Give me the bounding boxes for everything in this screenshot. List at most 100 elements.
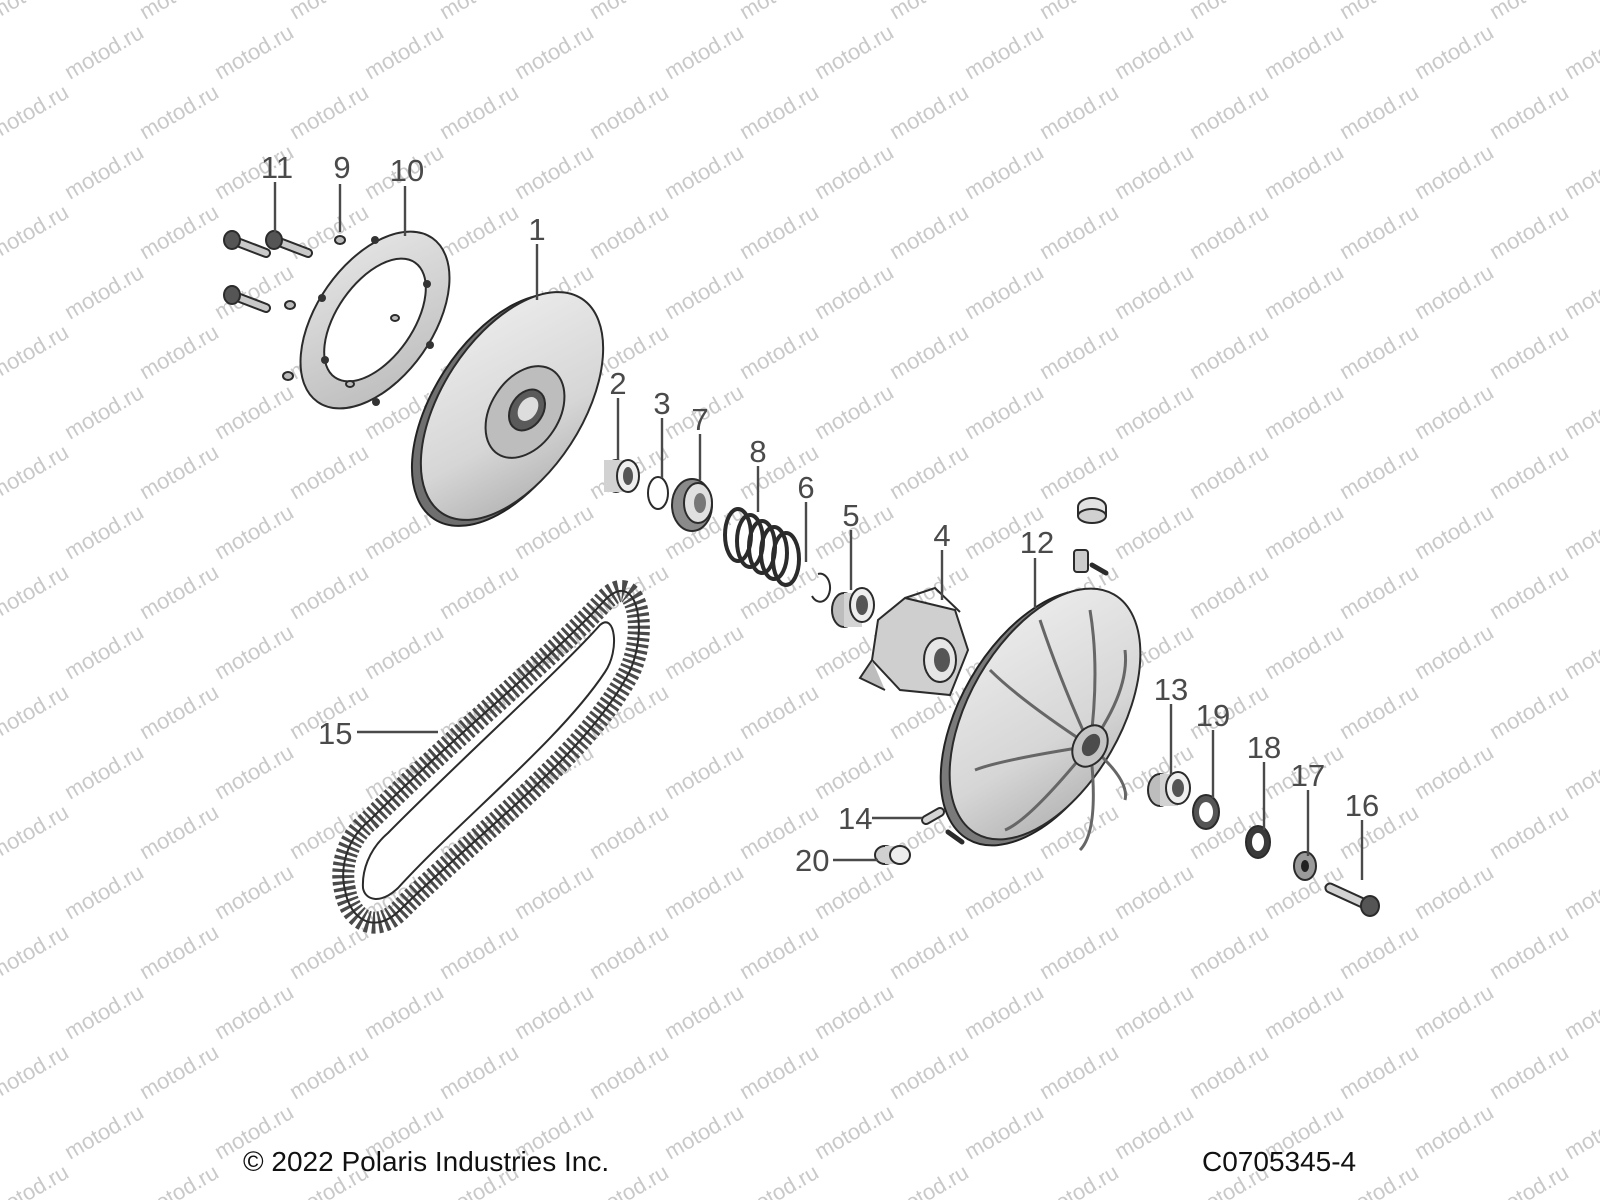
watermark-text: motod.ru (1110, 499, 1198, 564)
watermark-text: motod.ru (435, 199, 523, 264)
callout-12: 12 (1020, 525, 1054, 560)
part-6-snap-ring (811, 572, 832, 603)
watermark-text: motod.ru (585, 79, 673, 144)
watermark-text: motod.ru (0, 1039, 73, 1104)
watermark-text: motod.ru (960, 259, 1048, 324)
callout-18: 18 (1247, 730, 1281, 765)
watermark-text: motod.ru (435, 919, 523, 984)
watermark-text: motod.ru (1410, 499, 1498, 564)
callout-8: 8 (749, 434, 766, 469)
copyright-notice: © 2022 Polaris Industries Inc. (243, 1146, 610, 1177)
watermark-text: motod.ru (1335, 319, 1423, 384)
part-10-flange-plate (299, 230, 451, 410)
watermark-text: motod.ru (0, 919, 73, 984)
watermark-text: motod.ru (960, 19, 1048, 84)
watermark-text: motod.ru (1335, 679, 1423, 744)
watermark-text: motod.ru (885, 199, 973, 264)
watermark-text: motod.ru (885, 0, 973, 24)
watermark-text: motod.ru (0, 439, 73, 504)
watermark-text: motod.ru (285, 0, 373, 24)
watermark-text: motod.ru (735, 679, 823, 744)
watermark-text: motod.ru (1485, 679, 1573, 744)
watermark-text: motod.ru (1035, 79, 1123, 144)
callout-15: 15 (318, 716, 352, 751)
callout-7: 7 (691, 402, 708, 437)
watermark-text: motod.ru (0, 559, 73, 624)
watermark-text: motod.ru (585, 1039, 673, 1104)
watermark-text: motod.ru (660, 859, 748, 924)
watermark-text: motod.ru (1485, 1039, 1573, 1104)
watermark-text: motod.ru (0, 0, 73, 24)
watermark-text: motod.ru (285, 439, 373, 504)
watermark-text: motod.ru (135, 919, 223, 984)
callout-11: 11 (261, 150, 293, 185)
watermark-text: motod.ru (210, 499, 298, 564)
watermark-text: motod.ru (1410, 259, 1498, 324)
watermark-text: motod.ru (1260, 19, 1348, 84)
callout-6: 6 (797, 470, 814, 505)
watermark-text: motod.ru (135, 1159, 223, 1200)
watermark-text: motod.ru (735, 919, 823, 984)
watermark-text: motod.ru (885, 919, 973, 984)
watermark-text: motod.ru (660, 19, 748, 84)
watermark-text: motod.ru (0, 199, 73, 264)
watermark-text: motod.ru (0, 1159, 73, 1200)
watermark-text: motod.ru (1410, 619, 1498, 684)
part-18-o-ring (1245, 825, 1271, 859)
watermark-text: motod.ru (1560, 19, 1600, 84)
watermark-text: motod.ru (135, 1039, 223, 1104)
watermark-text: motod.ru (210, 739, 298, 804)
part-5-bushing (831, 587, 875, 628)
watermark-text: motod.ru (1410, 859, 1498, 924)
watermark-text: motod.ru (810, 379, 898, 444)
watermark-text: motod.ru (810, 1099, 898, 1164)
watermark-text: motod.ru (660, 619, 748, 684)
watermark-text: motod.ru (210, 859, 298, 924)
watermark-text: motod.ru (285, 79, 373, 144)
watermark-text: motod.ru (210, 619, 298, 684)
watermark-text: motod.ru (210, 979, 298, 1044)
watermark-text: motod.ru (0, 799, 73, 864)
watermark-text: motod.ru (135, 319, 223, 384)
part-19-seal (1192, 794, 1220, 830)
watermark-text: motod.ru (1560, 139, 1600, 204)
watermark-text: motod.ru (1560, 499, 1600, 564)
watermark-text: motod.ru (1335, 559, 1423, 624)
leader-lines (273, 182, 1364, 880)
part-4-spider (858, 586, 970, 697)
watermark-text: motod.ru (885, 319, 973, 384)
watermark-text: motod.ru (1260, 499, 1348, 564)
watermark-text: motod.ru (885, 1039, 973, 1104)
watermark-text: motod.ru (810, 739, 898, 804)
watermark-text: motod.ru (810, 19, 898, 84)
part-16-bolt (1324, 882, 1380, 917)
watermark-text: motod.ru (0, 679, 73, 744)
watermark-text: motod.ru (1185, 0, 1273, 24)
watermark-text: motod.ru (1485, 0, 1573, 24)
watermark-text: motod.ru (1035, 319, 1123, 384)
watermark-text: motod.ru (660, 1099, 748, 1164)
watermark-text: motod.ru (660, 979, 748, 1044)
watermark-text: motod.ru (360, 979, 448, 1044)
watermark-text: motod.ru (1110, 1099, 1198, 1164)
watermark-text: motod.ru (810, 259, 898, 324)
watermark-text: motod.ru (1560, 1099, 1600, 1164)
watermark-text: motod.ru (1410, 19, 1498, 84)
callout-17: 17 (1291, 758, 1325, 793)
watermark-text: motod.ru (210, 259, 298, 324)
watermark-text: motod.ru (360, 19, 448, 84)
watermark-text: motod.ru (735, 1159, 823, 1200)
watermark-text: motod.ru (1110, 139, 1198, 204)
watermark-text: motod.ru (660, 259, 748, 324)
watermark-text: motod.ru (435, 79, 523, 144)
watermark-text: motod.ru (1335, 0, 1423, 24)
watermark-text: motod.ru (1185, 919, 1273, 984)
part-roller-and-pin (1073, 497, 1109, 576)
watermark-text: motod.ru (1185, 319, 1273, 384)
watermark-text: motod.ru (510, 859, 598, 924)
watermark-text: motod.ru (1410, 1099, 1498, 1164)
watermark-text: motod.ru (960, 379, 1048, 444)
watermark-text: motod.ru (1185, 559, 1273, 624)
callout-9: 9 (333, 150, 350, 185)
